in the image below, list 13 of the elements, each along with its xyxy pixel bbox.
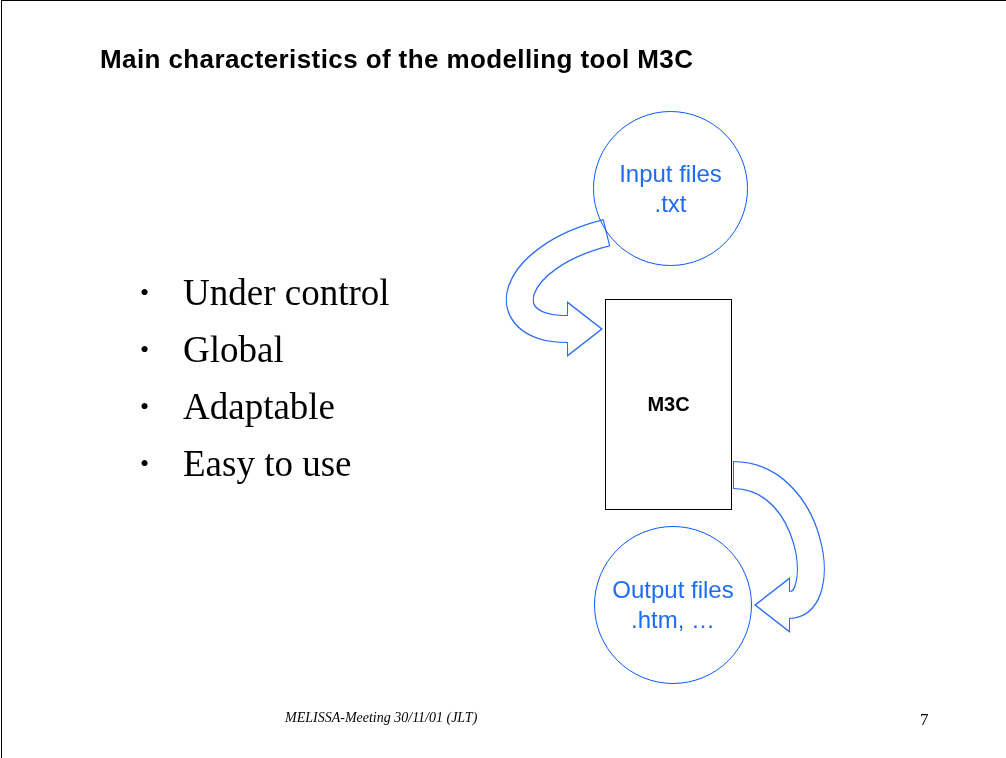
bullet-text: Global: [183, 328, 284, 371]
bullet-text: Adaptable: [183, 385, 336, 428]
footer-text: MELISSA-Meeting 30/11/01 (JLT): [285, 710, 478, 726]
page-number: 7: [920, 710, 929, 730]
bullet-mark: •: [140, 391, 151, 422]
bullet-mark: •: [140, 277, 151, 308]
tool-box: M3C: [605, 299, 732, 510]
bullet-text: Easy to use: [183, 442, 352, 485]
bullet-mark: •: [140, 448, 151, 479]
curved-block-arrow: [506, 219, 612, 357]
slide-title: Main characteristics of the modelling tool M3C: [100, 44, 695, 75]
bullet-text: Under control: [183, 271, 390, 314]
bullet-mark: •: [140, 334, 151, 365]
